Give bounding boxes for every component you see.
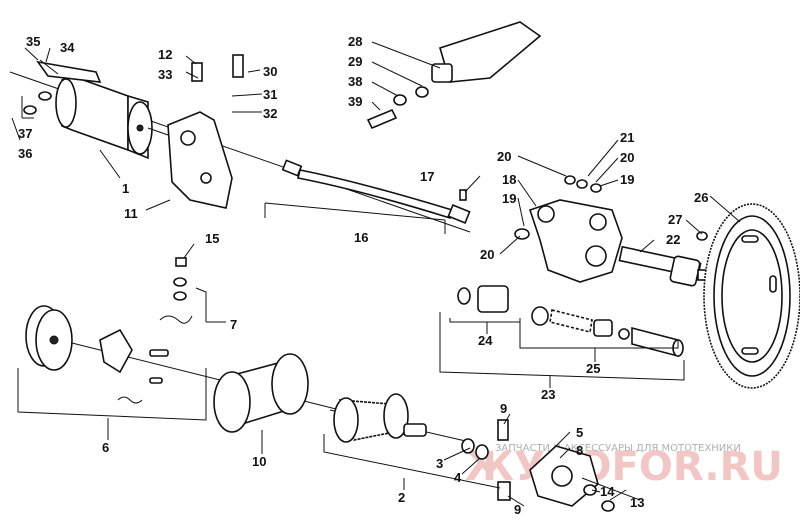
callout-39: 39 <box>348 94 362 109</box>
callout-1: 1 <box>122 181 129 196</box>
callout-16: 16 <box>354 230 368 245</box>
ring-gear <box>696 203 800 389</box>
callout-14: 14 <box>600 484 615 499</box>
mounting-plate <box>366 21 542 130</box>
callout-36: 36 <box>18 146 32 161</box>
callout-11: 11 <box>124 206 138 221</box>
callout-7: 7 <box>230 317 237 332</box>
armature <box>329 393 489 460</box>
callout-10: 10 <box>252 454 266 469</box>
starter-motor-assembly <box>9 60 471 233</box>
callout-32: 32 <box>263 106 277 121</box>
callout-35: 35 <box>26 34 40 49</box>
callout-13: 13 <box>630 495 644 510</box>
drive-end-plate <box>497 419 641 512</box>
drive-components <box>457 285 684 358</box>
callout-27: 27 <box>668 212 682 227</box>
callout-30: 30 <box>263 64 277 79</box>
callout-2: 2 <box>398 490 405 505</box>
callout-15: 15 <box>205 231 219 246</box>
cable <box>281 159 471 224</box>
end-cap-assembly <box>25 305 341 411</box>
watermark-caption: ЗАПЧАСТИ И АКСЕССУАРЫ ДЛЯ МОТОТЕХНИКИ <box>495 443 741 454</box>
callout-38: 38 <box>348 74 362 89</box>
callout-23: 23 <box>541 387 555 402</box>
callout-25: 25 <box>586 361 600 376</box>
callout-33: 33 <box>158 67 172 82</box>
callout-20b: 20 <box>480 247 494 262</box>
callout-17: 17 <box>420 169 434 184</box>
callout-9a: 9 <box>500 401 507 416</box>
leader-lines <box>11 41 741 507</box>
watermark: ЖУКОFOR.RU ЗАПЧАСТИ И АКСЕССУАРЫ ДЛЯ МОТ… <box>465 443 783 490</box>
callout-31: 31 <box>263 87 277 102</box>
callout-4: 4 <box>454 470 462 485</box>
callout-37: 37 <box>18 126 32 141</box>
callout-5: 5 <box>576 425 583 440</box>
callout-26: 26 <box>694 190 708 205</box>
callout-3: 3 <box>436 456 443 471</box>
callout-28: 28 <box>348 34 362 49</box>
callout-24: 24 <box>478 333 493 348</box>
callout-20c: 20 <box>620 150 634 165</box>
bendix-bracket <box>514 175 623 283</box>
callout-12: 12 <box>158 47 172 62</box>
watermark-logo: ЖУКОFOR.RU <box>465 444 783 490</box>
callout-18: 18 <box>502 172 516 187</box>
callout-34: 34 <box>60 40 75 55</box>
motor-housing <box>213 353 309 433</box>
callout-9b: 9 <box>514 502 521 517</box>
callout-6: 6 <box>102 440 109 455</box>
callout-21: 21 <box>620 130 634 145</box>
callout-labels: 35 34 33 12 37 36 1 11 30 31 32 28 29 38… <box>18 34 708 517</box>
callout-19a: 19 <box>502 191 516 206</box>
mounting-bracket <box>167 54 244 209</box>
callout-29: 29 <box>348 54 362 69</box>
callout-8: 8 <box>576 443 583 458</box>
callout-20a: 20 <box>497 149 511 164</box>
brush-parts <box>159 257 193 324</box>
callout-19b: 19 <box>620 172 634 187</box>
callout-22: 22 <box>666 232 680 247</box>
drive-shaft <box>618 245 713 287</box>
